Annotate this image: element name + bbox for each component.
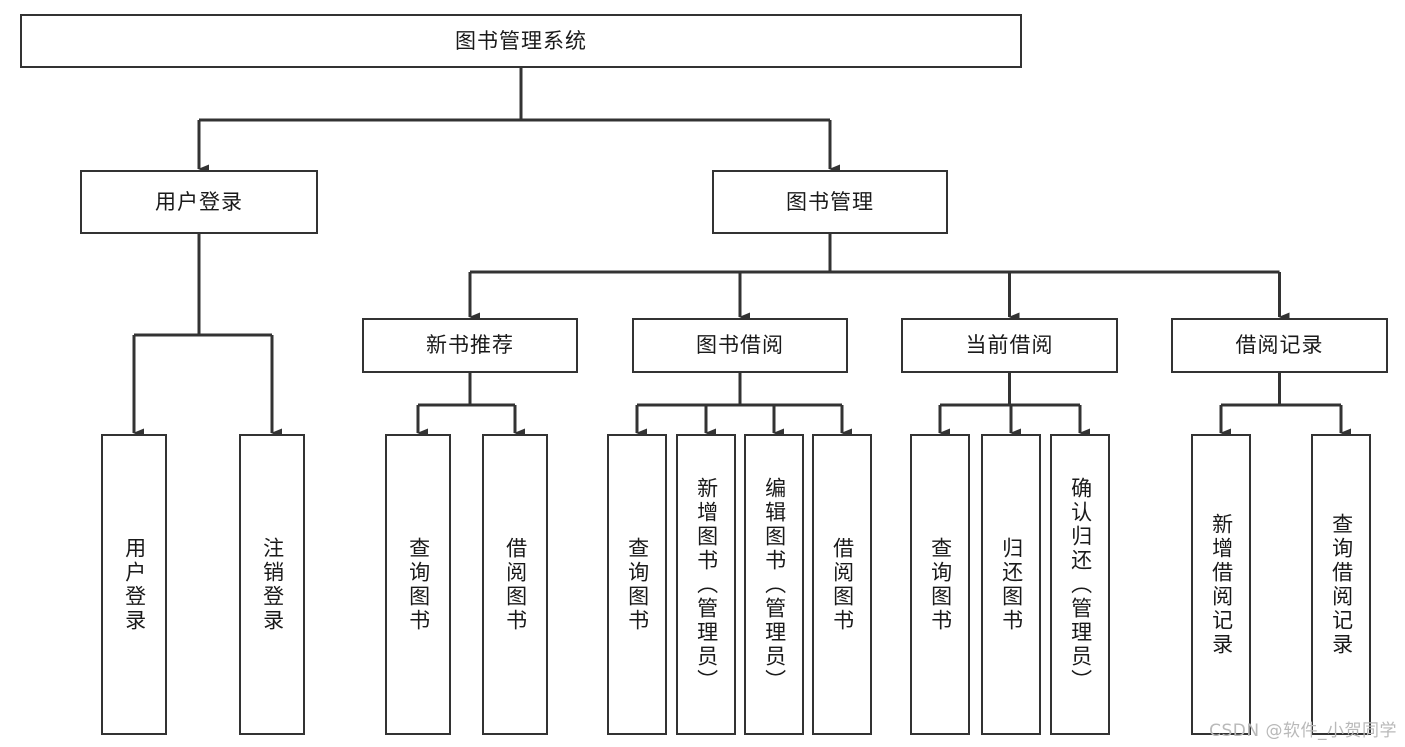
node-label: 借阅记录 xyxy=(1235,333,1324,358)
node-label: 查询图书 xyxy=(625,536,650,633)
node-leaf_5[interactable]: 新增图书（管理员） xyxy=(676,434,736,735)
node-label: 新增图书（管理员） xyxy=(694,476,719,693)
node-label: 新增借阅记录 xyxy=(1209,512,1234,657)
node-l2_2[interactable]: 当前借阅 xyxy=(901,318,1118,373)
node-l2_1[interactable]: 图书借阅 xyxy=(632,318,848,373)
node-leaf_9[interactable]: 归还图书 xyxy=(981,434,1041,735)
node-label: 图书管理系统 xyxy=(455,28,587,53)
node-l2_0[interactable]: 新书推荐 xyxy=(362,318,578,373)
node-label: 用户登录 xyxy=(155,189,243,214)
node-l1_0[interactable]: 用户登录 xyxy=(80,170,318,234)
node-leaf_4[interactable]: 查询图书 xyxy=(607,434,667,735)
node-leaf_8[interactable]: 查询图书 xyxy=(910,434,970,735)
node-leaf_6[interactable]: 编辑图书（管理员） xyxy=(744,434,804,735)
node-leaf_7[interactable]: 借阅图书 xyxy=(812,434,872,735)
node-label: 借阅图书 xyxy=(503,536,528,633)
node-label: 借阅图书 xyxy=(830,536,855,633)
node-label: 编辑图书（管理员） xyxy=(762,476,787,693)
node-l1_1[interactable]: 图书管理 xyxy=(712,170,948,234)
node-leaf_2[interactable]: 查询图书 xyxy=(385,434,451,735)
node-label: 图书借阅 xyxy=(696,333,784,358)
node-label: 归还图书 xyxy=(999,536,1024,633)
node-leaf_0[interactable]: 用户登录 xyxy=(101,434,167,735)
node-label: 图书管理 xyxy=(786,189,874,214)
node-leaf_11[interactable]: 新增借阅记录 xyxy=(1191,434,1251,735)
node-label: 新书推荐 xyxy=(426,333,514,358)
node-label: 用户登录 xyxy=(122,536,147,633)
node-label: 注销登录 xyxy=(260,536,285,633)
node-leaf_10[interactable]: 确认归还（管理员） xyxy=(1050,434,1110,735)
node-label: 当前借阅 xyxy=(965,333,1054,358)
node-l2_3[interactable]: 借阅记录 xyxy=(1171,318,1388,373)
node-label: 确认归还（管理员） xyxy=(1068,476,1093,693)
node-label: 查询图书 xyxy=(406,536,431,633)
node-root[interactable]: 图书管理系统 xyxy=(20,14,1022,68)
node-leaf_3[interactable]: 借阅图书 xyxy=(482,434,548,735)
node-leaf_1[interactable]: 注销登录 xyxy=(239,434,305,735)
node-label: 查询图书 xyxy=(928,536,953,633)
node-label: 查询借阅记录 xyxy=(1329,512,1354,657)
node-leaf_12[interactable]: 查询借阅记录 xyxy=(1311,434,1371,735)
